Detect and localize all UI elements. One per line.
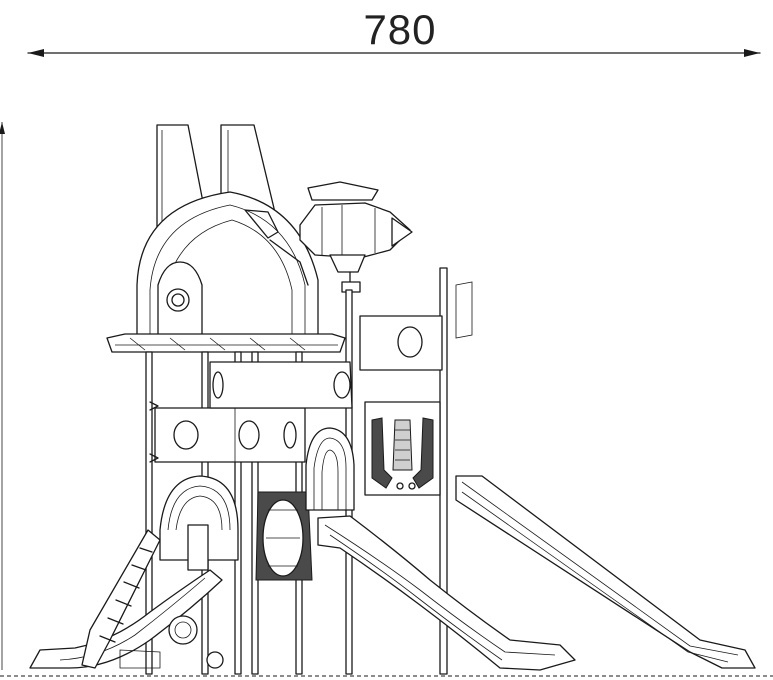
climbing-steps-left: [82, 530, 160, 668]
wavy-slide-center: [318, 516, 575, 670]
width-dimension-label: 780: [363, 6, 437, 53]
tower-platform: [107, 334, 345, 352]
width-dimension-line: [28, 49, 760, 57]
straight-slide-right: [456, 476, 755, 668]
height-dimension-line: [0, 122, 5, 670]
porthole-panels: [150, 316, 442, 462]
oval-crawl-portal: [256, 492, 312, 580]
spaceship-topper: [300, 182, 412, 292]
rocket-dome: [137, 192, 318, 335]
base-details: [120, 616, 223, 668]
tube-slide-left: [160, 476, 238, 570]
climbing-panel: [365, 402, 440, 495]
arched-tunnel: [306, 428, 354, 510]
